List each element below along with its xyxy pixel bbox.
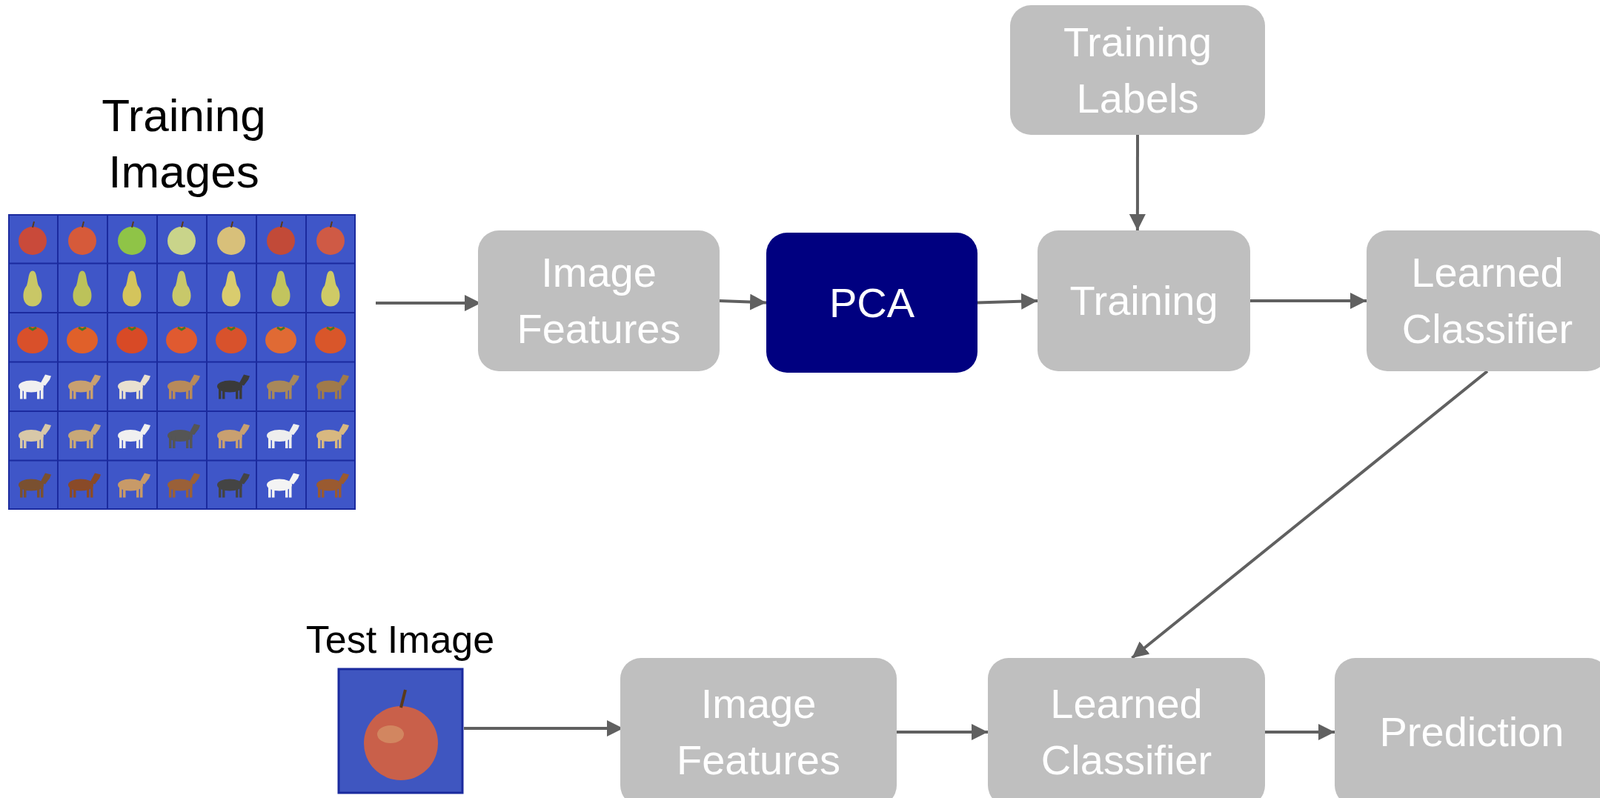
image-heading: Test Image <box>281 616 519 664</box>
box-label: PCA <box>814 274 930 332</box>
process-box: Training <box>1037 230 1251 372</box>
test-image <box>338 669 463 793</box>
box-label: Prediction <box>1364 704 1579 761</box>
box-label: Image Features <box>477 244 720 357</box>
box-label: Training Labels <box>1010 14 1266 126</box>
flow-arrow <box>977 300 1038 304</box>
process-box: Image Features <box>477 230 720 372</box>
box-label: Image Features <box>620 675 897 788</box>
image-heading: Training Images <box>44 87 324 200</box>
training-image-grid <box>8 214 356 510</box>
flow-arrow <box>1250 299 1367 303</box>
process-box: Prediction <box>1334 658 1600 798</box>
flow-arrow <box>1131 371 1488 659</box>
flow-arrow <box>1265 730 1335 734</box>
box-label: Training <box>1054 272 1233 330</box>
flow-arrow <box>896 730 988 734</box>
box-label: Learned Classifier <box>1366 244 1600 357</box>
flow-arrow <box>1136 134 1140 231</box>
process-box: Training Labels <box>1010 5 1266 135</box>
process-box: Learned Classifier <box>987 658 1266 798</box>
process-box: Image Features <box>620 658 897 798</box>
highlighted-step: PCA <box>766 232 978 373</box>
box-label: Learned Classifier <box>987 675 1266 788</box>
flow-arrow <box>719 300 767 304</box>
process-box: Learned Classifier <box>1366 230 1600 372</box>
